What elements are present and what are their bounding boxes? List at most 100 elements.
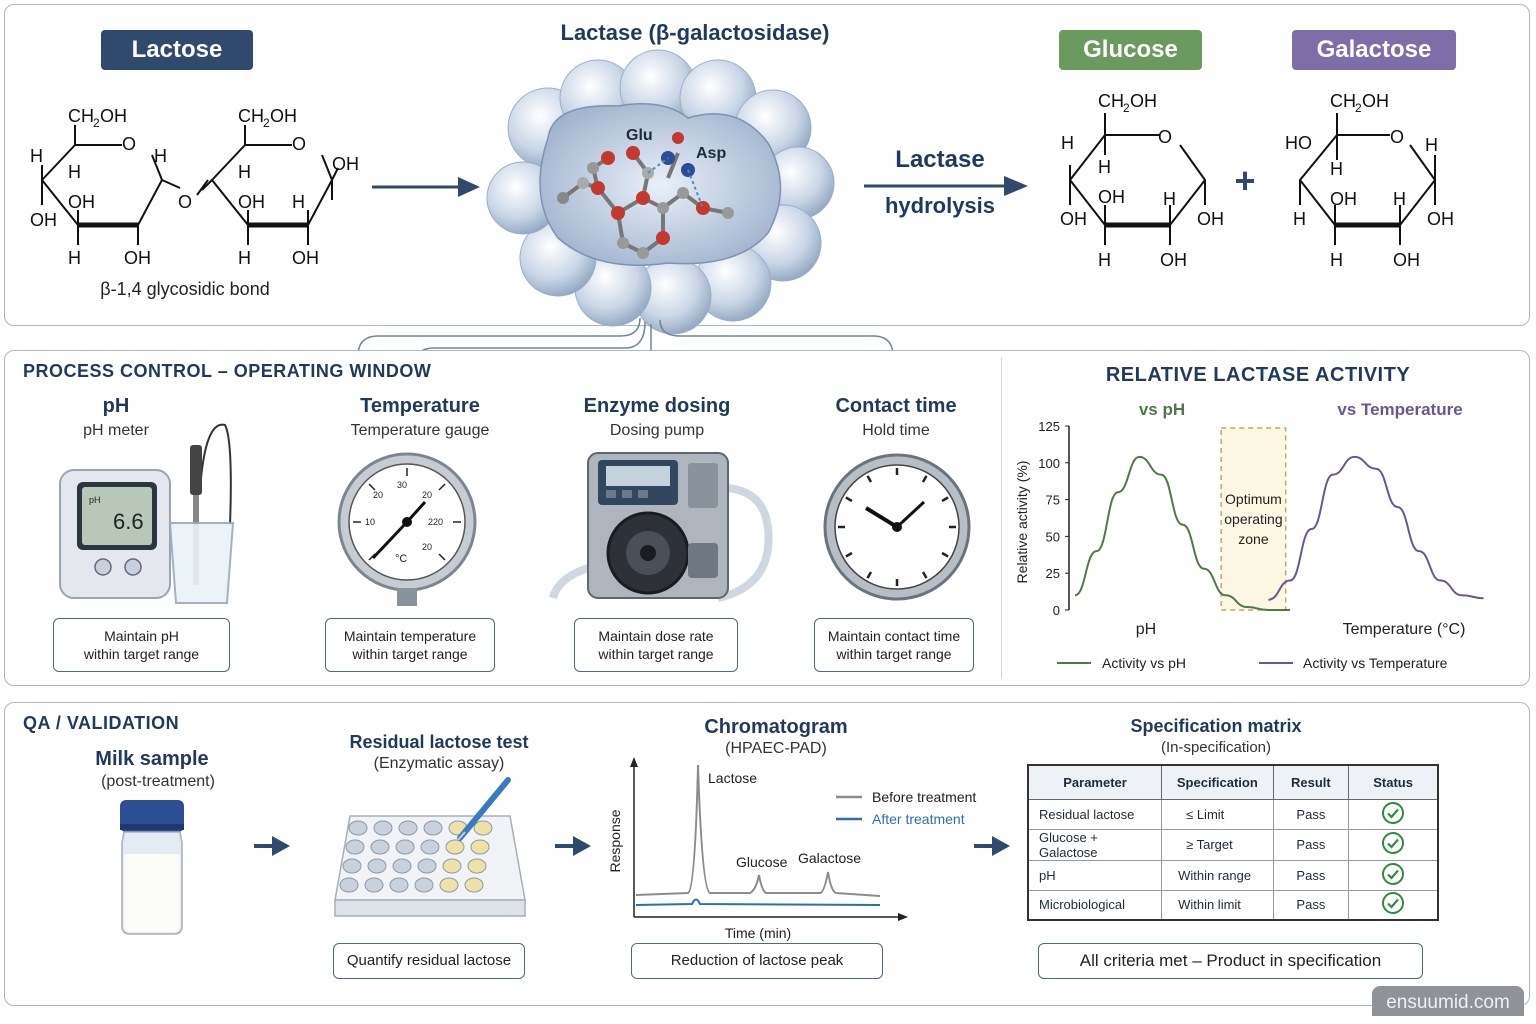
gauge-tick-4: 20 xyxy=(422,490,432,500)
svg-text:OH: OH xyxy=(1362,91,1389,111)
optimum-zone xyxy=(1220,427,1287,611)
status-cell xyxy=(1348,889,1439,921)
milk-bottle-icon xyxy=(120,800,184,935)
legend-after-treatment: After treatment xyxy=(872,811,965,827)
glucose-label: Glucose xyxy=(1059,30,1202,70)
spec-spec: Within range xyxy=(1161,859,1274,891)
spec-spec: Within limit xyxy=(1161,889,1274,921)
well xyxy=(398,820,418,836)
svg-text:OH: OH xyxy=(30,210,57,230)
svg-text:H: H xyxy=(30,146,43,166)
table-row: Microbiological Within limit Pass xyxy=(1027,889,1439,921)
ph-meter-icon: pH 6.6 xyxy=(59,423,235,604)
well xyxy=(442,858,462,874)
well xyxy=(467,858,487,874)
table-row: Residual lactose ≤ Limit Pass xyxy=(1027,798,1439,830)
activity-vs-ph: vs pH xyxy=(1138,400,1186,419)
svg-text:H: H xyxy=(1293,209,1306,229)
svg-text:H: H xyxy=(1163,189,1176,209)
svg-text:OH: OH xyxy=(1098,187,1125,207)
well xyxy=(367,858,387,874)
svg-text:H: H xyxy=(68,162,81,182)
well xyxy=(414,877,434,893)
svg-text:OH: OH xyxy=(100,106,127,126)
temperature-control-box: Maintain temperature within target range xyxy=(325,618,495,672)
spec-header-row: Parameter Specification Result Status xyxy=(1027,764,1439,800)
svg-text:OH: OH xyxy=(124,248,151,268)
contact-time-title: Contact time xyxy=(835,395,957,417)
svg-text:CH: CH xyxy=(1098,91,1124,111)
ph-device-label: pH xyxy=(89,495,101,505)
enzyme-title: Lactase (β-galactosidase) xyxy=(560,20,830,45)
spec-result: Pass xyxy=(1272,889,1350,921)
svg-text:O: O xyxy=(122,134,136,154)
well xyxy=(470,839,490,855)
reaction-label-1: Lactase xyxy=(895,146,985,173)
activity-y-tick-label: 75 xyxy=(1046,493,1060,508)
spec-param: Residual lactose xyxy=(1027,798,1163,830)
svg-text:H: H xyxy=(1098,157,1111,177)
well xyxy=(473,820,493,836)
spec-result: Pass xyxy=(1272,798,1350,830)
well xyxy=(339,877,359,893)
temperature-gauge-icon: 20 30 10 20 220 20 °C xyxy=(337,452,477,606)
svg-text:OH: OH xyxy=(332,154,359,174)
spec-result: Pass xyxy=(1272,859,1350,891)
gauge-tick-2: 30 xyxy=(397,480,407,490)
residual-subtitle: (Enzymatic assay) xyxy=(373,755,505,772)
activity-heading: RELATIVE LACTASE ACTIVITY xyxy=(1105,364,1411,386)
optimum-zone-label: zone xyxy=(1238,531,1269,547)
status-cell xyxy=(1348,828,1439,861)
clock-tick xyxy=(845,496,853,503)
chromatogram-ylabel: Response xyxy=(607,809,623,872)
activity-vs-temperature: vs Temperature xyxy=(1337,400,1463,419)
gauge-tick-1: 20 xyxy=(373,490,383,500)
svg-text:H: H xyxy=(292,192,305,212)
lactose-label: Lactose xyxy=(101,30,253,70)
contact-time-box-line-1: Maintain contact time xyxy=(827,628,961,644)
clock-icon xyxy=(823,453,971,601)
svg-text:O: O xyxy=(292,134,306,154)
spec-header-result: Result xyxy=(1272,764,1350,800)
ph-reading: 6.6 xyxy=(113,509,144,534)
well xyxy=(370,839,390,855)
gauge-unit: °C xyxy=(395,553,407,565)
peak-lactose-label: Lactose xyxy=(708,770,757,786)
series-line-temperature xyxy=(1268,455,1484,601)
qa-arrow-3 xyxy=(974,836,1010,856)
well xyxy=(395,839,415,855)
well xyxy=(389,877,409,893)
svg-text:H: H xyxy=(1330,159,1343,179)
activity-y-tick-label: 25 xyxy=(1046,566,1060,581)
process-heading: PROCESS CONTROL – OPERATING WINDOW xyxy=(23,361,432,381)
svg-text:CH: CH xyxy=(68,106,94,126)
activity-y-tick-label: 125 xyxy=(1038,419,1060,434)
activity-xlabel-ph: pH xyxy=(1136,621,1156,638)
dosing-title: Enzyme dosing xyxy=(583,395,731,417)
clock-tick xyxy=(866,475,873,483)
chromatogram-title: Chromatogram xyxy=(704,716,848,738)
clock-tick xyxy=(921,475,928,483)
clock-tick xyxy=(866,571,873,579)
activity-y-tick-label: 0 xyxy=(1053,603,1060,618)
svg-text:O: O xyxy=(1158,127,1172,147)
well xyxy=(439,877,459,893)
check-circle-icon xyxy=(1382,892,1405,915)
contact-time-subtitle: Hold time xyxy=(862,422,930,439)
svg-text:H: H xyxy=(154,146,167,166)
check-circle-icon xyxy=(1382,862,1405,885)
clock-tick xyxy=(845,551,853,558)
dosing-box-line-2: within target range xyxy=(598,646,714,662)
galactose-label: Galactose xyxy=(1292,30,1456,70)
svg-text:OH: OH xyxy=(1160,250,1187,270)
spec-param: pH xyxy=(1027,859,1163,891)
well xyxy=(420,839,440,855)
well xyxy=(392,858,412,874)
svg-text:OH: OH xyxy=(68,192,95,212)
gauge-tick-3: 10 xyxy=(365,517,375,527)
status-cell xyxy=(1348,798,1439,830)
contact-time-control-box: Maintain contact time within target rang… xyxy=(814,618,974,672)
svg-text:OH: OH xyxy=(1060,209,1087,229)
svg-text:OH: OH xyxy=(1130,91,1157,111)
